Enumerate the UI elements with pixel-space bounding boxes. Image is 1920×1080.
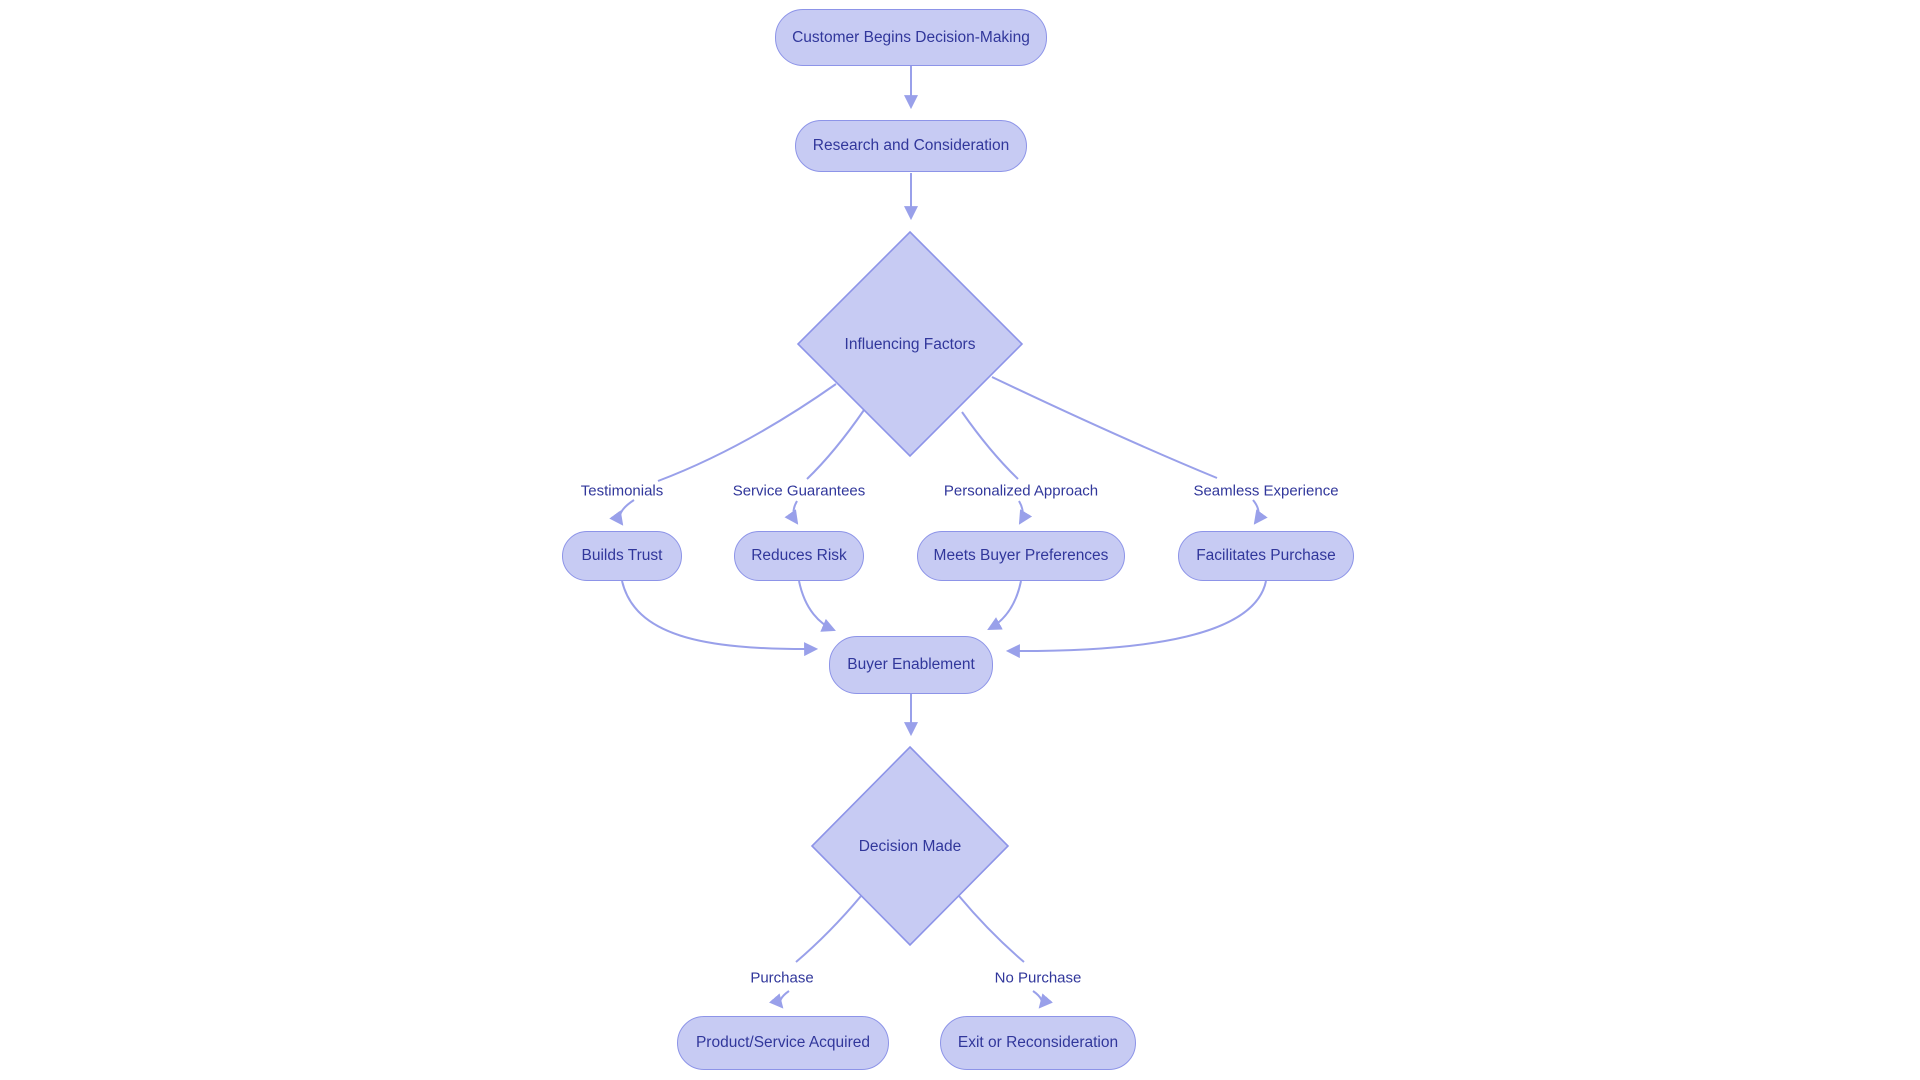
edge-service-guarantees-to-reduces-risk (784, 500, 799, 525)
diamond-influencing-factors (796, 230, 1024, 458)
edge-seamless-experience-to-facilitates (1252, 499, 1268, 525)
edge-personalized-approach-to-meets-prefs (1018, 500, 1033, 525)
edge-influencing-to-service-guarantees (806, 409, 865, 480)
node-reduces-risk: Reduces Risk (734, 531, 864, 581)
edge-testimonials-to-builds-trust (609, 499, 635, 526)
node-buyer-enablement: Buyer Enablement (829, 636, 993, 694)
edge-label-no-purchase: No Purchase (994, 969, 1082, 987)
edge-label-seamless-experience: Seamless Experience (1193, 482, 1339, 500)
node-facilitates-purchase: Facilitates Purchase (1178, 531, 1354, 581)
edge-facilitates-to-buyer-enablement (1005, 580, 1267, 659)
edge-no-purchase-to-exit (1032, 990, 1054, 1009)
label-influencing-factors: Influencing Factors (844, 336, 976, 353)
edge-builds-trust-to-buyer-enablement (621, 580, 819, 657)
label-decision-made: Decision Made (858, 838, 962, 855)
edge-influencing-to-seamless-experience (991, 376, 1218, 479)
edge-label-testimonials: Testimonials (580, 482, 664, 500)
edge-decision-to-purchase (795, 895, 862, 963)
edge-purchase-to-acquired (768, 990, 790, 1009)
edge-label-purchase: Purchase (750, 969, 814, 987)
node-meets-buyer-preferences: Meets Buyer Preferences (917, 531, 1125, 581)
diamond-decision-made (810, 745, 1010, 947)
edge-label-service-guarantees: Service Guarantees (732, 482, 866, 500)
edge-influencing-to-testimonials (657, 383, 837, 482)
edge-decision-to-no-purchase (958, 895, 1025, 963)
edge-influencing-to-personalized-approach (961, 411, 1019, 480)
node-product-service-acquired: Product/Service Acquired (677, 1016, 889, 1070)
edge-meets-prefs-to-buyer-enablement (987, 580, 1022, 631)
node-exit-or-reconsideration: Exit or Reconsideration (940, 1016, 1136, 1070)
node-builds-trust: Builds Trust (562, 531, 682, 581)
node-customer-begins-decision-making: Customer Begins Decision-Making (775, 9, 1047, 66)
edge-label-personalized-approach: Personalized Approach (943, 482, 1099, 500)
node-research-and-consideration: Research and Consideration (795, 120, 1027, 172)
edge-reduces-risk-to-buyer-enablement (798, 580, 836, 632)
